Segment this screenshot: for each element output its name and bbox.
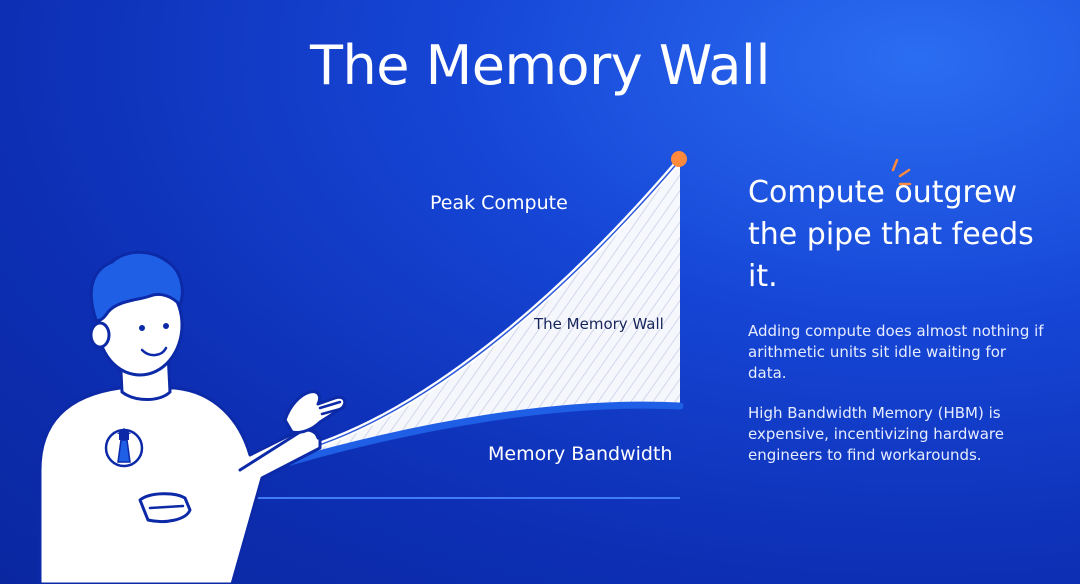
spark-icon	[891, 158, 912, 186]
memory-bandwidth-label: Memory Bandwidth	[488, 443, 672, 465]
side-headline: Compute outgrew the pipe that feeds it.	[748, 175, 1034, 294]
peak-dot	[671, 151, 687, 167]
lighthouse-icon	[104, 428, 144, 468]
page-title: The Memory Wall	[310, 34, 770, 97]
memory-wall-region	[300, 160, 680, 458]
side-paragraph-2: High Bandwidth Memory (HBM) is expensive…	[748, 404, 1004, 464]
peak-compute-label: Peak Compute	[430, 192, 568, 214]
memory-wall-label: The Memory Wall	[533, 315, 664, 333]
presenter-illustration	[38, 250, 347, 584]
side-paragraph-1: Adding compute does almost nothing if ar…	[748, 322, 1044, 382]
memory-bandwidth-curve	[286, 401, 684, 466]
